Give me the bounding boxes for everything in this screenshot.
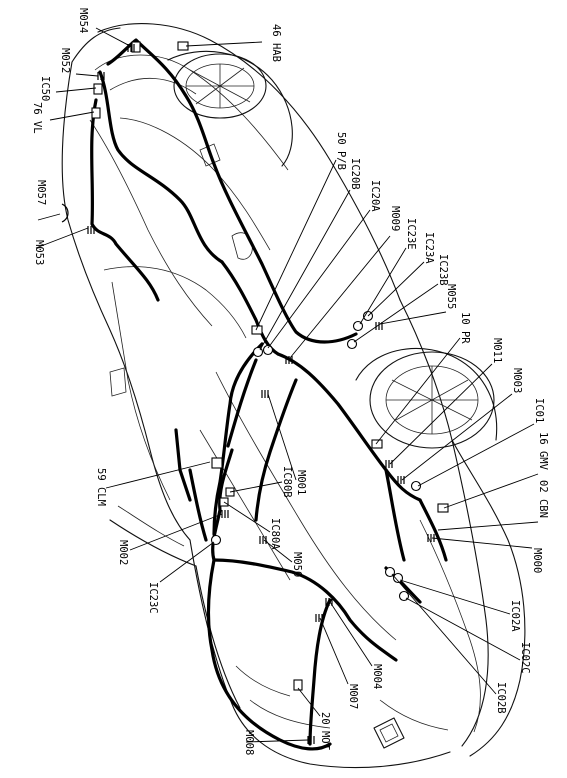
ground-m001-icon — [261, 390, 269, 398]
connector-ic01 — [410, 480, 422, 492]
label-m009: M009 — [389, 206, 401, 231]
ground-m050-icon — [259, 536, 267, 544]
label-gmv: 16 GMV — [537, 432, 549, 471]
connector-clm — [211, 457, 223, 469]
label-ic02b: IC02B — [495, 682, 507, 714]
label-m003: M003 — [511, 368, 523, 393]
ground-m009-icon — [285, 356, 293, 364]
label-ic23e: IC23E — [405, 218, 417, 250]
label-ic80a: IC80A — [269, 518, 281, 550]
car-body — [61, 23, 526, 769]
label-hab: 46 HAB — [270, 24, 282, 62]
ground-m007-icon — [315, 614, 323, 622]
wiring-harness — [90, 38, 448, 751]
ground-m002-icon — [221, 510, 229, 518]
label-ic23a: IC23A — [423, 232, 435, 264]
ground-m011-icon — [385, 460, 393, 468]
label-ic02a: IC02A — [509, 600, 521, 632]
label-m057: M057 — [35, 180, 47, 205]
label-ic20b: IC20B — [349, 158, 361, 190]
label-ic01: IC01 — [533, 398, 545, 423]
label-pr: 10 PR — [459, 312, 471, 344]
label-ic23c: IC23C — [147, 582, 159, 614]
label-ic50: IC50 — [39, 76, 51, 101]
connector-ic50 — [93, 83, 103, 95]
label-m007: M007 — [347, 684, 359, 709]
label-m001: M001 — [295, 470, 307, 495]
connector-pr — [371, 439, 383, 449]
connector-ic02c — [398, 590, 410, 602]
ground-m053-icon — [87, 226, 95, 234]
leader-lines — [35, 27, 539, 743]
connector-gmv — [437, 503, 449, 513]
label-m052: M052 — [59, 48, 71, 73]
label-m002: M002 — [117, 540, 129, 565]
labels: M054 46 HAB M052 IC50 76 VL 50 P/B IC20B… — [31, 8, 549, 755]
label-m008: M008 — [243, 730, 255, 755]
label-m004: M004 — [371, 664, 383, 689]
label-pb: 50 P/B — [335, 132, 347, 170]
connectors — [91, 41, 449, 691]
label-clm: 59 CLM — [95, 468, 107, 506]
label-ic80b: IC80B — [281, 466, 293, 498]
front-wheel — [369, 351, 495, 449]
ground-m003-icon — [397, 476, 405, 484]
label-m000: M000 — [531, 548, 543, 573]
connector-mot — [293, 679, 303, 691]
ground-points — [61, 44, 435, 744]
label-ic23b: IC23B — [437, 254, 449, 286]
label-mot: 20 MOT — [319, 712, 331, 751]
connector-ic20a — [262, 344, 274, 356]
label-m054: M054 — [77, 8, 89, 33]
label-ic20a: IC20A — [369, 180, 381, 212]
label-m053: M053 — [33, 240, 45, 265]
label-m055: M055 — [445, 284, 457, 309]
label-m050: M050 — [291, 552, 303, 577]
label-m011: M011 — [491, 338, 503, 363]
connector-m054 — [131, 41, 141, 53]
connector-vl — [91, 107, 101, 119]
ground-m057-icon — [61, 203, 69, 223]
connector-pb — [251, 325, 263, 335]
label-cbn: 02 CBN — [537, 480, 549, 518]
label-vl: 76 VL — [31, 102, 43, 134]
label-ic02c: IC02C — [519, 642, 531, 674]
rear-wheel — [173, 53, 267, 119]
